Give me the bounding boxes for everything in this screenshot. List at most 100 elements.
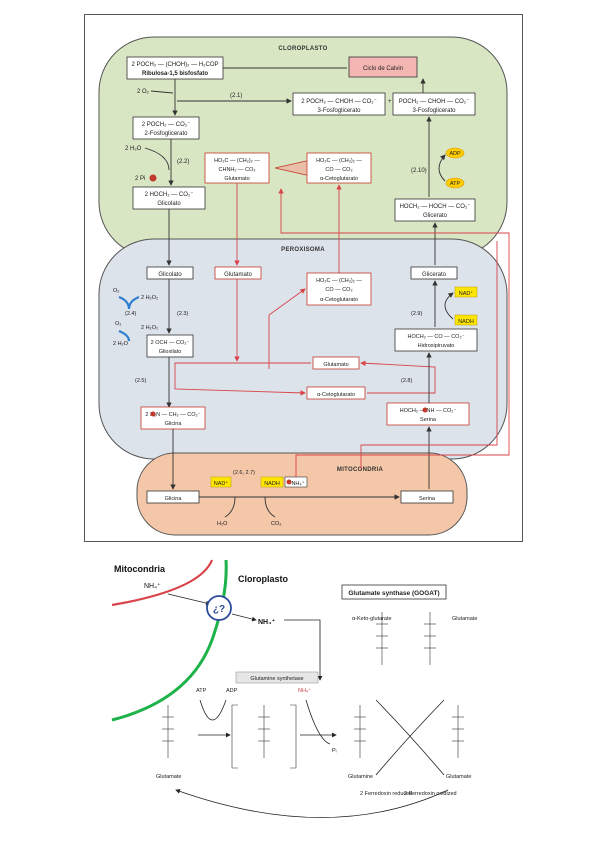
photorespiration-diagram: CLOROPLASTO PEROXISOMA MITOCONDRIA 2 POC… (98, 36, 510, 536)
catalase-arrow-a (118, 295, 140, 310)
o2-label: 2 O₂ (137, 89, 150, 95)
nitrogen-dot-serine (422, 407, 428, 413)
h2o-mito-label: H₂O (217, 521, 228, 527)
nitrogen-dot-nh4 (286, 479, 292, 485)
step-2-8: (2.8) (401, 378, 412, 384)
peroxisome-title: PEROXISOMA (281, 247, 325, 253)
gogat-cross-arrows (375, 699, 445, 776)
serine-perox-formula: HOCH₂ — NH — CO₂⁻ (400, 408, 457, 414)
nadh-perox-label: NADH (458, 319, 474, 325)
intermediate-structure (258, 705, 270, 758)
serine-mito-label: Serina (419, 496, 436, 502)
co2-mito-label: CO₂ (271, 521, 281, 527)
glyoxylate-name: Glioxilato (159, 349, 182, 355)
akg-structure (376, 612, 388, 665)
glutamate-recycle-arrow (175, 789, 449, 818)
rubp-formula: 2 POCH₂ — (CHOH)₂ — H₂COP (132, 62, 219, 68)
glycine-mito-label: Glicina (165, 496, 183, 502)
2pglycolate-box (132, 116, 200, 140)
glycerate-perox-box (410, 266, 458, 280)
glutamate-left-structure (162, 705, 174, 758)
step-2-6-2-7: (2.6, 2.7) (233, 470, 255, 476)
pi-label: 2 Pi (135, 176, 145, 182)
glycerate-chloro-name: Glicerato (423, 213, 448, 219)
glutamate-chloro-formula-1: HO₂C — (CH₂)₂ — (214, 158, 260, 164)
akg-perox-formula-1: HO₂C — (CH₂)₂ — (316, 278, 362, 284)
nadh-badge-mito (260, 476, 284, 488)
h2o2-label-b: 2 H₂O₂ (141, 325, 158, 331)
fd-reduced-label: 2 Ferredoxin reduced (360, 791, 412, 797)
plus-sign: + (388, 99, 392, 105)
atp-bottom-label: ATP (196, 688, 207, 694)
unknown-transporter (206, 595, 232, 621)
step-2-5: (2.5) (135, 378, 146, 384)
glycolate-chloro-name: Glicolato (157, 201, 181, 207)
step-2-2: (2.2) (177, 159, 189, 165)
2pglycolate-formula: 2 POCH₂ — CO₂⁻ (142, 122, 191, 128)
adp-label: ADP (449, 151, 461, 157)
nadh-badge-perox (454, 314, 478, 326)
step-2-3: (2.3) (177, 311, 188, 317)
glycolate-perox-label: Glicolato (158, 272, 182, 278)
akg-bottom-label: α-Keto-glutarate (352, 616, 392, 622)
calvin-cycle-label: Ciclo de Calvin (363, 66, 403, 72)
cloroplasto-label: Cloroplasto (238, 574, 289, 584)
h2o-perox-label: 2 H₂O (113, 341, 129, 347)
glutamate-right-structure (452, 705, 464, 758)
gogat-title: Glutamate synthase (GOGAT) (348, 590, 439, 597)
nad-mito-label: NAD⁺ (214, 480, 229, 487)
glutamate-chloro-name: Glutamato (224, 176, 249, 182)
3pg-formula-b: POCH₂ — CHOH — CO₂⁻ (399, 99, 470, 105)
akg-perox-name: α-Cetoglutarato (320, 297, 358, 303)
serine-perox-name: Serina (420, 417, 437, 423)
akg-perox-box (306, 272, 372, 306)
akg-chloro-name: α-Cetoglutarato (320, 176, 358, 182)
h2o-label: 2 H₂O (125, 146, 142, 152)
3pg-name-b: 3-Fosfoglicerato (412, 108, 456, 114)
mitochondrion-compartment (136, 452, 468, 536)
nh4-mito-label: NH₄⁺ (291, 480, 304, 487)
akg-chloro-formula-1: HO₂C — (CH₂)₂ — (316, 158, 362, 164)
nh4-left-label: NH₄⁺ (144, 582, 161, 590)
photorespiration-diagram-frame: CLOROPLASTO PEROXISOMA MITOCONDRIA 2 POC… (84, 14, 523, 542)
gs-box (235, 671, 319, 684)
adp-bottom-label: ADP (226, 688, 238, 694)
gogat-box (341, 584, 447, 600)
glycerate-chloro-box (394, 198, 476, 222)
glutamate-perox-box (214, 266, 262, 280)
glutamate-perox-label: Glutamato (224, 272, 252, 278)
phosphate-dot (149, 174, 157, 182)
nitrogen-dot-glycine (150, 411, 156, 417)
glutamine-structure (354, 705, 366, 758)
glyoxylate-formula: 2 OCH — CO₂⁻ (151, 340, 190, 346)
akg-mid-label: α-Cetoglutarato (317, 392, 355, 398)
chloroplast-membrane (111, 559, 228, 722)
nh4-incorporation-arrow (305, 699, 331, 745)
o2-label-b: O₂ (115, 321, 121, 327)
glycerate-chloro-formula: HOCH₂ — HOCH — CO₂⁻ (400, 204, 471, 210)
nh4-small-label: NH₄⁺ (298, 687, 311, 694)
hydroxypyruvate-formula: HOCH₂ — CO — CO₂⁻ (408, 334, 465, 340)
intermediate-brackets (231, 704, 297, 769)
glutamate-top-structure (424, 612, 436, 665)
catalase-arrow-b (118, 329, 131, 342)
glycine-perox-name: Glicina (165, 421, 183, 427)
glutamate-mid-box (312, 356, 360, 370)
nh4-right-label: NH₄⁺ (258, 618, 275, 626)
glycerate-perox-label: Glicerato (422, 272, 447, 278)
adp-badge (445, 147, 465, 159)
glycine-perox-formula: 2 H₂N — CH₂ — CO₂⁻ (145, 412, 200, 418)
akg-perox-formula-2: CO — CO₂ (325, 287, 352, 293)
nadh-mito-label: NADH (264, 481, 280, 487)
atp-badge (445, 177, 465, 189)
fd-oxidized-label: 2 Ferredoxin oxidized (404, 791, 457, 797)
glutamate-top-label: Glutamate (452, 616, 477, 622)
mitochondrial-membrane (111, 559, 214, 607)
nad-perox-label: NAD⁺ (459, 290, 474, 297)
step-2-10: (2.10) (411, 168, 427, 174)
mitocondria-label: Mitocondria (114, 564, 166, 574)
hydroxypyruvate-name: Hidroxipiruvato (418, 343, 455, 349)
glutamate-left-label: Glutamate (156, 774, 181, 780)
serine-perox-box (386, 402, 470, 426)
glutamate-right-label: Glutamate (446, 774, 471, 780)
